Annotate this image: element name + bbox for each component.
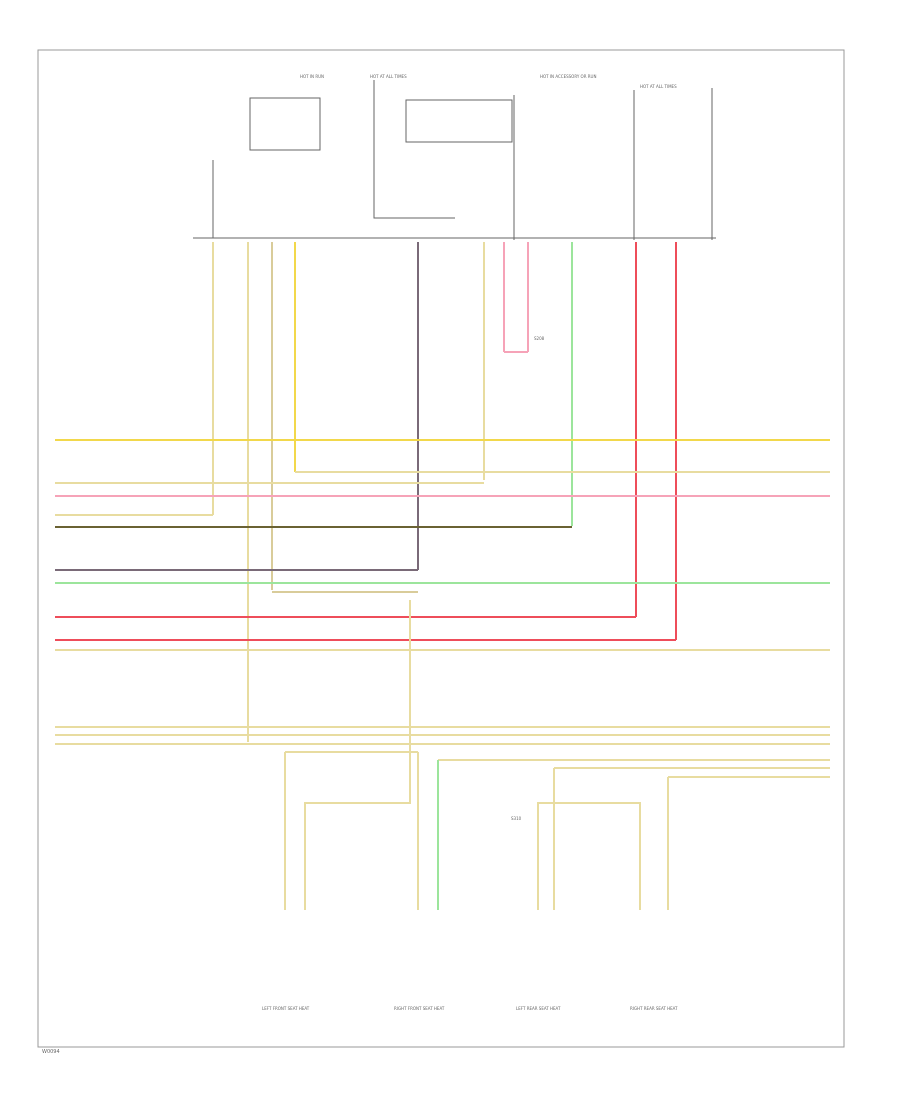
diagram-frame bbox=[37, 49, 845, 1048]
wire bbox=[537, 802, 641, 910]
splice-label: S208 bbox=[534, 336, 545, 341]
splice-label: S310 bbox=[511, 816, 522, 821]
connector-label: RIGHT REAR SEAT HEAT bbox=[630, 1006, 678, 1011]
connector-label: LEFT REAR SEAT HEAT bbox=[516, 1006, 561, 1011]
top-label: HOT IN RUN bbox=[300, 74, 324, 79]
figure-id: W0094 bbox=[42, 1049, 60, 1055]
top-label: HOT AT ALL TIMES bbox=[640, 84, 677, 89]
wire bbox=[304, 600, 411, 910]
top-label: HOT AT ALL TIMES bbox=[370, 74, 407, 79]
top-label: HOT IN ACCESSORY OR RUN bbox=[540, 74, 596, 79]
connector-label: LEFT FRONT SEAT HEAT bbox=[262, 1006, 310, 1011]
connector-label: RIGHT FRONT SEAT HEAT bbox=[394, 1006, 445, 1011]
fuse-block bbox=[193, 80, 716, 240]
